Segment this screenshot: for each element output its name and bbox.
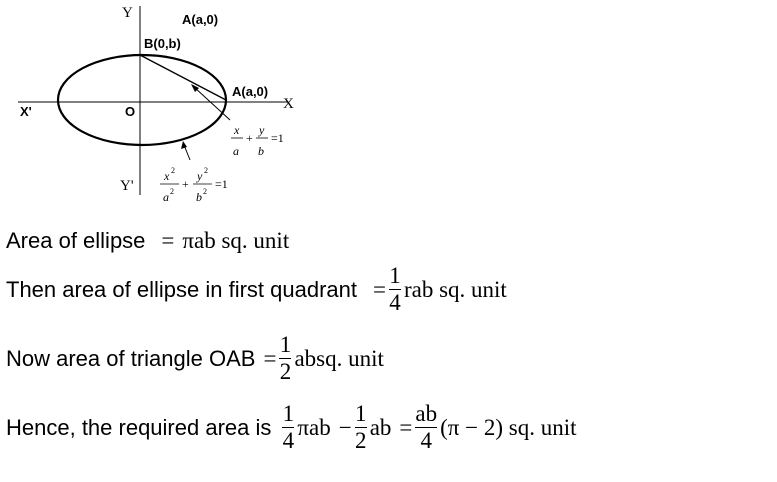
ell-eq-b: b bbox=[196, 190, 202, 204]
a-top-label: A(a,0) bbox=[182, 12, 218, 27]
line-equation: x a + y b =1 bbox=[231, 123, 284, 158]
line4-tail: (π − 2) sq. unit bbox=[440, 414, 577, 440]
line3-num: 1 bbox=[279, 332, 292, 357]
line4-text: Hence, the required area is bbox=[6, 414, 272, 440]
line1-text: Area of ellipse bbox=[6, 228, 146, 253]
svg-text:2: 2 bbox=[204, 166, 208, 175]
line-area-ellipse: Area of ellipse = πab sq. unit bbox=[6, 228, 289, 254]
chord-ab bbox=[139, 54, 227, 101]
line-eq-x: x bbox=[233, 123, 240, 137]
line-eq-a: a bbox=[233, 144, 239, 158]
ell-eq-x: x bbox=[163, 169, 170, 183]
x-neg-label: X' bbox=[20, 104, 32, 119]
a-point-label: A(a,0) bbox=[232, 84, 268, 99]
line4-equals: = bbox=[399, 414, 413, 440]
line-eq-b: b bbox=[258, 144, 264, 158]
line2-fraction: 1 4 bbox=[388, 263, 401, 316]
arrowhead-ellipse bbox=[181, 141, 187, 149]
svg-text:2: 2 bbox=[170, 187, 174, 196]
line2-text: Then area of ellipse in first quadrant bbox=[6, 276, 357, 302]
y-axis-label: Y bbox=[122, 5, 133, 21]
line1-rhs: πab sq. unit bbox=[182, 228, 290, 253]
ell-eq-equals: =1 bbox=[215, 177, 228, 191]
line2-equals: = bbox=[372, 276, 386, 302]
ell-eq-plus: + bbox=[182, 177, 189, 191]
line2-rhs: rab sq. unit bbox=[403, 276, 507, 302]
line3-rhs: absq. unit bbox=[294, 345, 384, 371]
ellipse-diagram: Y Y' X X' O A(a,0) B(0,b) A(a,0) x a + y… bbox=[18, 5, 294, 204]
line3-equals: = bbox=[263, 345, 277, 371]
line4-minus: − bbox=[338, 414, 352, 440]
line-eq-equals: =1 bbox=[271, 131, 284, 145]
line-eq-plus: + bbox=[246, 131, 253, 145]
line3-text: Now area of triangle OAB bbox=[6, 345, 256, 371]
svg-text:2: 2 bbox=[171, 166, 175, 175]
y-neg-label: Y' bbox=[120, 178, 134, 194]
x-axis-label: X bbox=[283, 96, 294, 112]
ellipse-curve bbox=[56, 53, 228, 147]
line4-term-2: ab bbox=[369, 414, 392, 440]
line4-fraction-1: 1 4 bbox=[282, 401, 295, 453]
line4-fraction-2: 1 2 bbox=[354, 401, 367, 453]
line-first-quadrant: Then area of ellipse in first quadrant =… bbox=[6, 263, 507, 316]
line-required-area: Hence, the required area is 1 4 πab − 1 … bbox=[6, 401, 577, 454]
line2-num: 1 bbox=[389, 263, 401, 288]
line-triangle-area: Now area of triangle OAB = 1 2 absq. uni… bbox=[6, 332, 384, 385]
ellipse-equation: x 2 a 2 + y 2 b 2 =1 bbox=[160, 166, 228, 204]
line4-fraction-3: ab 4 bbox=[415, 401, 438, 453]
line1-equals: = bbox=[161, 228, 175, 253]
ell-eq-y: y bbox=[196, 169, 203, 183]
line-eq-y: y bbox=[258, 123, 265, 137]
svg-text:2: 2 bbox=[203, 187, 207, 196]
line3-fraction: 1 2 bbox=[279, 332, 292, 385]
arrow-to-chord bbox=[193, 86, 231, 121]
line3-den: 2 bbox=[279, 359, 292, 384]
ell-eq-a: a bbox=[163, 190, 169, 204]
origin-label: O bbox=[125, 104, 135, 119]
b-point-label: B(0,b) bbox=[144, 36, 181, 51]
line2-den: 4 bbox=[389, 290, 401, 315]
line4-term-1: πab bbox=[297, 414, 331, 440]
arrowhead-chord bbox=[191, 84, 199, 92]
